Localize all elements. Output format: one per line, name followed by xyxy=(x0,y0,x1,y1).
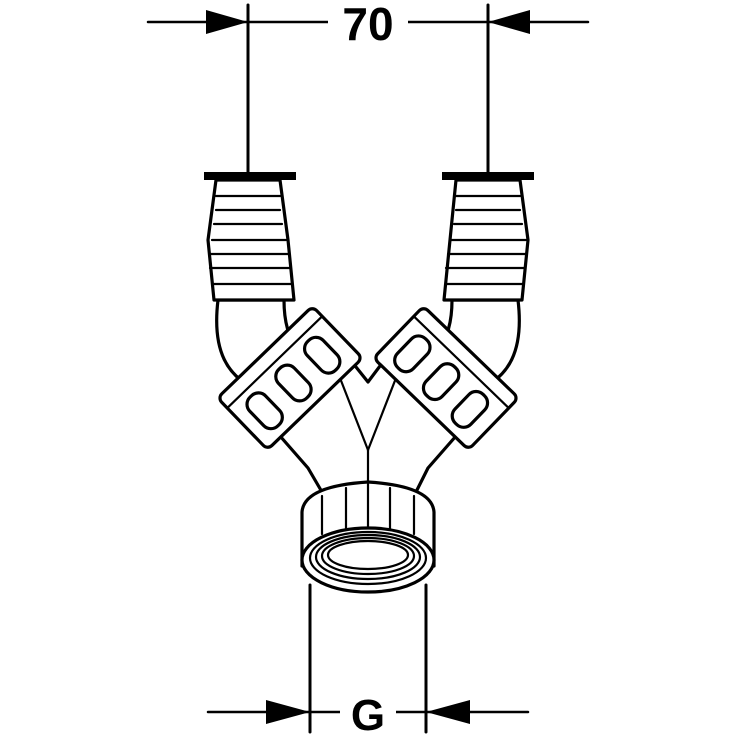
body-seam-left xyxy=(338,376,370,452)
right-union-nut xyxy=(374,307,518,449)
right-inlet xyxy=(434,172,534,394)
left-nut-grip-2 xyxy=(274,363,313,403)
right-nut-grip-1 xyxy=(393,334,432,374)
label-bg-70 xyxy=(328,2,408,42)
left-flange xyxy=(204,172,296,180)
left-union-nut xyxy=(218,307,362,449)
dimension-label-70: 70 xyxy=(342,0,393,50)
dimension-g: G xyxy=(206,583,530,736)
bottom-threaded-nut xyxy=(300,480,436,594)
arrowhead-top-right xyxy=(488,10,530,34)
left-nut-grip-1 xyxy=(245,391,284,431)
right-nut-grip-2 xyxy=(421,362,461,402)
body-seam-right xyxy=(366,376,398,452)
right-flange xyxy=(442,172,534,180)
left-nut-grip-3 xyxy=(302,335,342,375)
right-nut-grip-3 xyxy=(450,389,490,429)
label-bg-g xyxy=(340,688,396,732)
dimension-70: 70 xyxy=(146,0,590,180)
dimension-label-g: G xyxy=(351,691,385,736)
arrowhead-bottom-right xyxy=(426,700,470,724)
arrowhead-bottom-left xyxy=(266,700,310,724)
left-inlet xyxy=(204,172,302,394)
bottom-nut-thread xyxy=(308,530,428,586)
arrowhead-top-left xyxy=(206,10,248,34)
right-bellows-ribs xyxy=(444,194,528,286)
left-bellows-ribs xyxy=(208,194,294,286)
